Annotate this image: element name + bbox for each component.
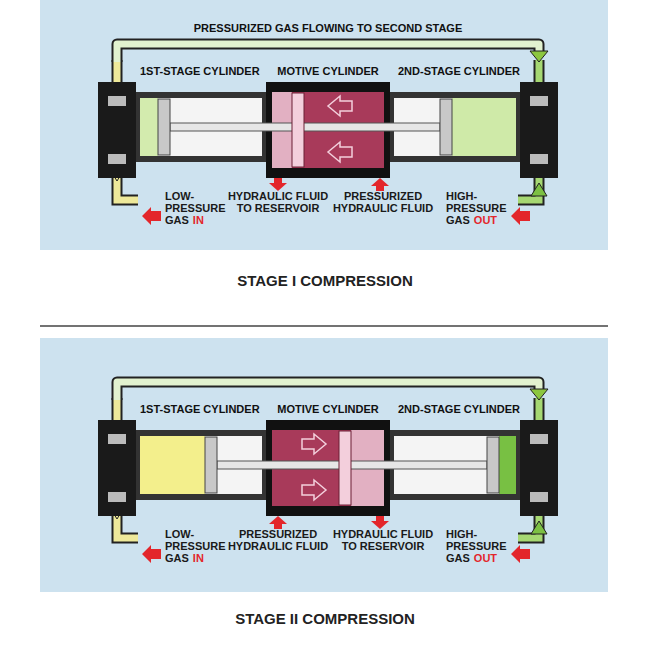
pipe-label: PRESSURIZED GAS FLOWING TO SECOND STAGE (191, 22, 466, 35)
flow-label: PRESSURIZED HYDRAULIC FLUID (330, 190, 436, 214)
gas-transfer-pipe (117, 44, 548, 62)
pipe-outline (117, 44, 539, 62)
flow-label: PRESSURIZED HYDRAULIC FLUID (226, 528, 330, 552)
stage-one-panel (40, 0, 608, 250)
piston-rod (170, 123, 440, 131)
gas-transfer-pipe (117, 382, 548, 400)
end-cap (520, 82, 558, 178)
cylinder-node: 2ND-STAGE CYLINDER (390, 62, 558, 178)
flow-arrow (511, 545, 530, 563)
gas-volume (499, 436, 516, 494)
end-cap (98, 420, 136, 516)
stage-caption: STAGE II COMPRESSION (0, 610, 650, 628)
flow-arrow (511, 207, 530, 225)
pipe-fill (117, 382, 539, 400)
piston (440, 99, 452, 155)
cylinder-label: 1ST-STAGE CYLINDER (140, 65, 260, 78)
cylinder-label: 2ND-STAGE CYLINDER (398, 403, 520, 416)
flow-arrow (371, 178, 389, 191)
stage-caption: STAGE I COMPRESSION (0, 272, 650, 290)
flow-label: HIGH- PRESSURE GASOUT (446, 190, 510, 226)
check-valve (108, 96, 126, 106)
gas-volume (452, 98, 516, 156)
cylinder-label: 2ND-STAGE CYLINDER (398, 65, 520, 78)
panel-ground (40, 338, 608, 592)
label-text: HYDRAULIC FLUID TO RESERVOIR (333, 528, 433, 552)
motion-arrow (328, 142, 352, 162)
flow-arrow (269, 178, 287, 191)
flow-arrow (142, 207, 161, 225)
check-valve (108, 434, 126, 444)
flow-arrow (531, 521, 547, 534)
flow-direction-word: OUT (474, 552, 497, 564)
divider-line (40, 325, 608, 327)
motive-piston (339, 431, 351, 505)
flow-direction-word: IN (193, 214, 204, 226)
caption-text: STAGE I COMPRESSION (237, 272, 413, 289)
flow-label: HIGH- PRESSURE GASOUT (446, 528, 510, 564)
flow-arrow (142, 545, 161, 563)
cylinder-node: 1ST-STAGE CYLINDER (98, 400, 266, 516)
arrow-head (530, 51, 548, 62)
end-cap (98, 82, 136, 178)
flow-direction-word: OUT (474, 214, 497, 226)
flow-arrow (371, 516, 389, 529)
check-valve (530, 434, 548, 444)
check-valve (108, 492, 126, 502)
piston (487, 437, 499, 493)
label-text: PRESSURIZED HYDRAULIC FLUID (333, 190, 433, 214)
flow-label: LOW- PRESSURE GASIN (165, 528, 231, 564)
check-valve (530, 492, 548, 502)
cylinder-node: MOTIVE CYLINDER (266, 62, 390, 178)
motion-arrow (328, 96, 352, 116)
label-text: PRESSURIZED HYDRAULIC FLUID (228, 528, 328, 552)
cylinder-node: 1ST-STAGE CYLINDER (98, 62, 266, 178)
motive-piston (292, 93, 304, 167)
panel-ground (40, 0, 608, 250)
check-valve (530, 154, 548, 164)
cylinder-label: MOTIVE CYLINDER (277, 65, 378, 78)
piston (158, 99, 170, 155)
flow-arrow (531, 183, 547, 196)
motion-arrow (302, 480, 326, 500)
piston (205, 437, 217, 493)
check-valve (108, 154, 126, 164)
cylinder-label: MOTIVE CYLINDER (277, 403, 378, 416)
piston-rod (217, 461, 487, 469)
cylinder-label: 1ST-STAGE CYLINDER (140, 403, 260, 416)
stage-two-panel (40, 338, 608, 592)
cylinder-node: MOTIVE CYLINDER (266, 400, 390, 516)
caption-text: STAGE II COMPRESSION (235, 610, 415, 627)
flow-label: HYDRAULIC FLUID TO RESERVOIR (226, 190, 330, 214)
flow-arrow (269, 516, 287, 529)
gas-volume (140, 436, 205, 494)
flow-direction-word: IN (193, 552, 204, 564)
pipe-outline (117, 382, 539, 400)
pipe-fill (117, 44, 539, 62)
cylinder-node: 2ND-STAGE CYLINDER (390, 400, 558, 516)
flow-label: HYDRAULIC FLUID TO RESERVOIR (330, 528, 436, 552)
label-text: HYDRAULIC FLUID TO RESERVOIR (228, 190, 328, 214)
gas-volume (140, 98, 158, 156)
arrow-head (530, 389, 548, 400)
motion-arrow (302, 434, 326, 454)
check-valve (530, 96, 548, 106)
flow-label: LOW- PRESSURE GASIN (165, 190, 231, 226)
end-cap (520, 420, 558, 516)
